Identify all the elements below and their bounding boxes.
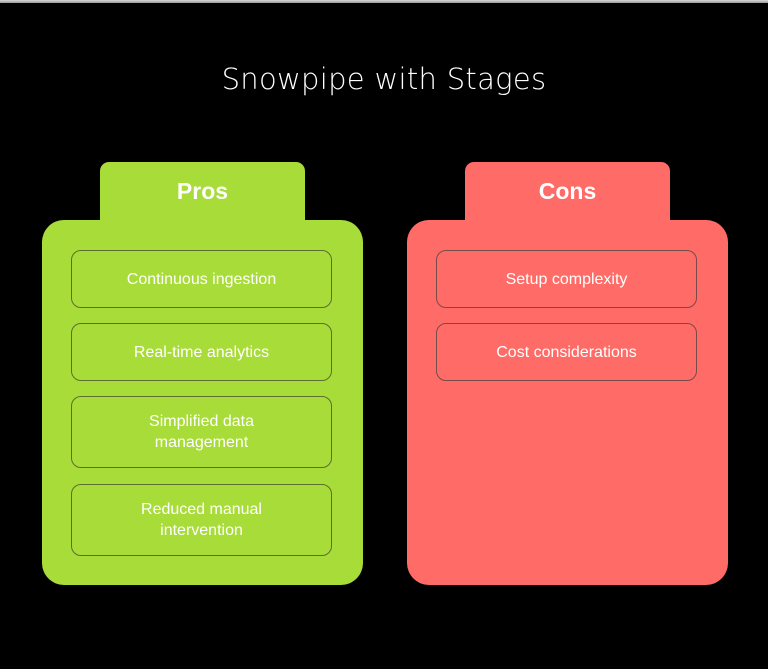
window-top-bar [0,0,768,3]
pros-item: Continuous ingestion [71,250,332,308]
diagram-title: Snowpipe with Stages [221,62,547,96]
cons-item: Cost considerations [436,323,697,381]
cons-item: Setup complexity [436,250,697,308]
pros-item: Reduced manual intervention [71,484,332,556]
pros-item: Real-time analytics [71,323,332,381]
pros-body [42,220,363,585]
cons-panel: Cons Setup complexity Cost consideration… [407,162,728,585]
cons-body [407,220,728,585]
cons-header: Cons [465,162,670,224]
pros-header: Pros [100,162,305,224]
pros-panel: Pros Continuous ingestion Real-time anal… [42,162,363,585]
pros-item: Simplified data management [71,396,332,468]
